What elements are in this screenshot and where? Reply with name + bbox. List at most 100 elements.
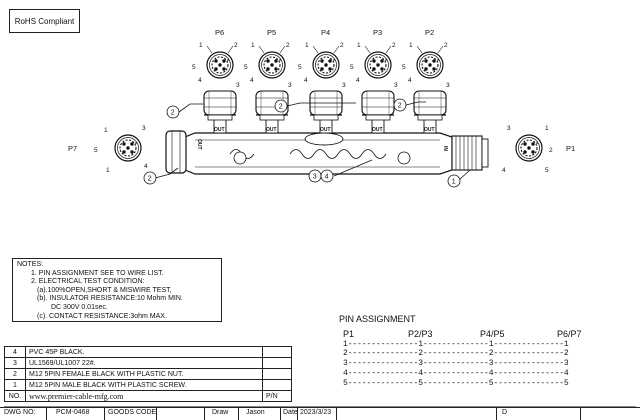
balloon-text: 1 [452, 179, 456, 186]
pin-number: 1 [305, 42, 309, 49]
pin-number: 4 [144, 163, 148, 170]
balloon-1 [447, 174, 461, 188]
out-label: OUT [372, 127, 383, 133]
pin-assignment-row: 2---------------2--------------2--------… [343, 349, 569, 358]
balloon-text: 3 [313, 174, 317, 181]
pin-assignment-row: 5---------------5--------------5--------… [343, 379, 569, 388]
connector-label: P5 [267, 28, 276, 37]
d-label: D [502, 409, 508, 416]
connector-face-p5 [258, 51, 286, 79]
connector-label: P3 [373, 28, 382, 37]
dwg-no-value: PCM-0468 [56, 409, 90, 416]
date-label: Date [283, 409, 298, 416]
pin-assignment-row: 4---------------4--------------4--------… [343, 369, 569, 378]
connector-label: P2 [425, 28, 434, 37]
connector-face-p2 [416, 51, 444, 79]
pin-number: 1 [199, 42, 203, 49]
notes-header: NOTES: [17, 261, 44, 268]
pin-number: 4 [408, 77, 412, 84]
pin-number: 5 [545, 167, 549, 174]
out-label: OUT [266, 127, 277, 133]
balloon-2 [143, 171, 157, 185]
pin-number: 3 [446, 82, 450, 89]
balloon-text: 4 [325, 174, 329, 181]
pin-number: 3 [507, 125, 511, 132]
in-label: IN [442, 146, 448, 151]
pin-number: 4 [250, 77, 254, 84]
molded-body [165, 130, 489, 175]
balloon-text: 2 [148, 176, 152, 183]
pin-number: 4 [198, 77, 202, 84]
pin-number: 5 [244, 64, 248, 71]
note-line: (b). INSULATOR RESISTANCE:10 Mohm MIN. [37, 295, 183, 303]
balloon-2 [166, 105, 180, 119]
pin-number: 1 [409, 42, 413, 49]
balloon-text: 2 [398, 103, 402, 110]
balloon-4 [320, 169, 334, 183]
pin-number: 1 [251, 42, 255, 49]
connector-label: P7 [68, 144, 77, 153]
pn-label: P/N [262, 390, 292, 402]
pin-number: 5 [192, 64, 196, 71]
pin-number: 2 [340, 42, 344, 49]
bom-pn [262, 357, 292, 369]
bom-pn [262, 379, 292, 391]
drawer-name: Jason [246, 409, 265, 416]
pin-number: 5 [402, 64, 406, 71]
pin-header-p4p5: P4/P5 [480, 329, 505, 339]
balloon-2 [274, 99, 288, 113]
out-label: OUT [196, 139, 202, 150]
pin-header-p2p3: P2/P3 [408, 329, 433, 339]
pin-header-p6p7: P6/P7 [557, 329, 582, 339]
pin-number: 3 [394, 82, 398, 89]
bom-desc: M12 5PIN FEMALE BLACK WITH PLASTIC NUT. [25, 368, 263, 380]
female-nut [413, 90, 447, 121]
balloon-text: 2 [279, 104, 283, 111]
bom-desc: M12 5PIN MALE BLACK WITH PLASTIC SCREW. [25, 379, 263, 391]
pin-number: 4 [502, 167, 506, 174]
draw-label: Draw [212, 409, 229, 416]
bom-no: 2 [4, 368, 26, 380]
pin-number: 1 [104, 127, 108, 134]
rohs-badge: RoHS Compliant [9, 9, 80, 33]
out-label: OUT [424, 127, 435, 133]
pin-number: 2 [286, 42, 290, 49]
bom-pn [262, 346, 292, 358]
bom-no-label: NO. [4, 390, 26, 402]
connector-face-p1 [515, 134, 543, 162]
connector-label: P1 [566, 144, 575, 153]
pin-number: 2 [234, 42, 238, 49]
connector-label: P6 [215, 28, 224, 37]
note-line: 2. ELECTRICAL TEST CONDITION: [31, 278, 145, 286]
pin-number: 3 [142, 125, 146, 132]
notes-box: NOTES: 1. PIN ASSIGNMENT SEE TO WIRE LIS… [12, 258, 222, 322]
website-text: www.premier-cable-mfg.com [25, 390, 263, 402]
pin-number: 1 [545, 125, 549, 132]
connector-face-p4 [312, 51, 340, 79]
pin-number: 1 [106, 167, 110, 174]
note-line: DC 300V 0.01sec. [51, 303, 108, 311]
pin-header-p1: P1 [343, 329, 355, 339]
note-line: (c). CONTACT RESISTANCE:3ohm MAX. [37, 312, 167, 320]
bom-desc: UL1569/UL1007 22#. [25, 357, 263, 369]
pin-number: 5 [350, 64, 354, 71]
bom-pn [262, 368, 292, 380]
connector-face-p3 [364, 51, 392, 79]
title-block: DWG NO: PCM-0468 GOODS CODE Draw Jason D… [0, 407, 640, 420]
connector-face-p7 [114, 134, 142, 162]
pin-assignment-row: 3---------------3--------------3--------… [343, 359, 569, 368]
goods-code-label: GOODS CODE [108, 409, 157, 416]
female-nut [203, 90, 237, 121]
out-label: OUT [214, 127, 225, 133]
pin-number: 3 [288, 82, 292, 89]
pin-number: 5 [94, 147, 98, 154]
bom-no: 3 [4, 357, 26, 369]
date-value: 2023/3/23 [300, 409, 332, 416]
pin-number: 3 [236, 82, 240, 89]
pin-number: 4 [356, 77, 360, 84]
